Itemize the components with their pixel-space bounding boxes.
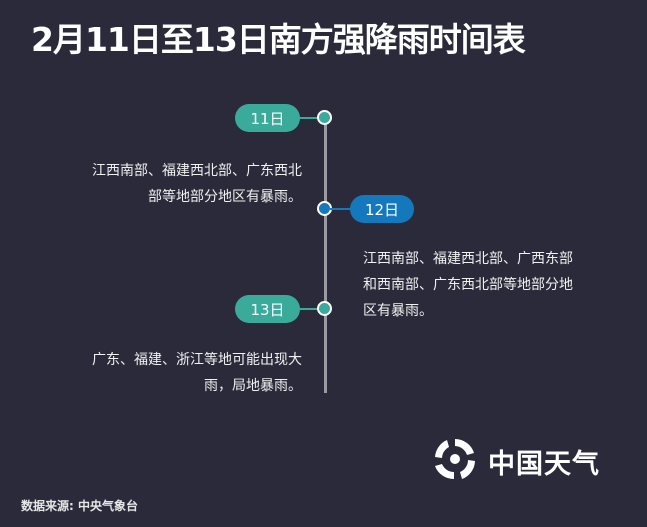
description-line: 广东、福建、浙江等地可能出现大 (92, 352, 302, 368)
data-source: 数据来源: 中央气象台 (21, 499, 138, 513)
swirl-logo-icon (432, 436, 478, 486)
date-badge-11: 11日 (235, 104, 300, 132)
event-description-12: 江西南部、福建西北部、广西东部 和西南部、广东西北部等地部分地 区有暴雨。 (363, 246, 623, 324)
connector-13 (298, 308, 320, 310)
description-line: 和西南部、广东西北部等地部分地 (363, 277, 573, 293)
timeline-dot-11 (317, 110, 332, 125)
brand-logo: 中国天气 (432, 436, 600, 486)
connector-11 (298, 117, 320, 119)
description-line: 江西南部、福建西北部、广西东部 (363, 251, 573, 267)
date-badge-13: 13日 (235, 295, 300, 323)
description-line: 江西南部、福建西北部、广东西北 (92, 163, 302, 179)
brand-name: 中国天气 (488, 448, 600, 480)
timeline-dot-13 (317, 301, 332, 316)
description-line: 区有暴雨。 (363, 303, 433, 319)
page-title: 2月11日至13日南方强降雨时间表 (31, 20, 526, 59)
event-description-11: 江西南部、福建西北部、广东西北 部等地部分地区有暴雨。 (40, 158, 302, 210)
date-badge-12: 12日 (350, 195, 414, 223)
connector-12 (330, 208, 352, 210)
description-line: 部等地部分地区有暴雨。 (148, 189, 302, 205)
description-line: 雨，局地暴雨。 (204, 378, 302, 394)
timeline-axis (324, 118, 327, 393)
event-description-13: 广东、福建、浙江等地可能出现大 雨，局地暴雨。 (40, 347, 302, 399)
